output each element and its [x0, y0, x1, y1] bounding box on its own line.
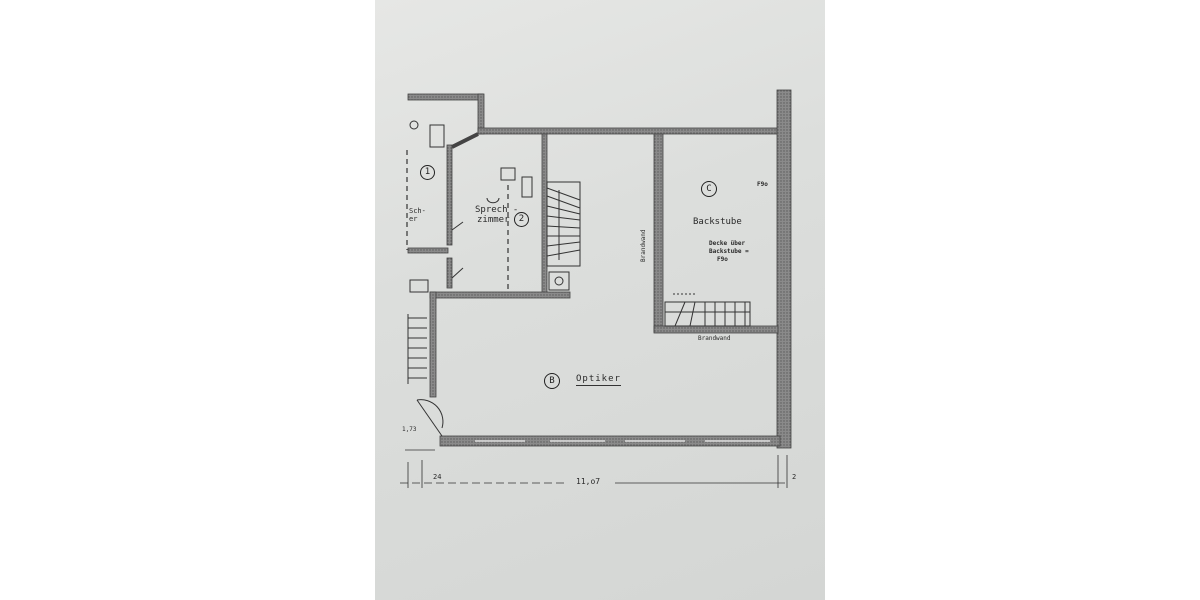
- fixtures: [409, 120, 533, 293]
- dimension-total: 11,o7: [576, 477, 601, 486]
- room-b-marker: B: [544, 373, 560, 389]
- room-c-corner-note: F9o: [757, 181, 768, 188]
- dimension-line: [400, 449, 788, 488]
- room-2-label-line1: Sprech -: [475, 205, 519, 215]
- room-c-label: Backstube: [693, 217, 742, 227]
- fire-wall-horizontal-label: Brandwand: [698, 335, 731, 342]
- room-c-note-line1: Decke über: [709, 240, 746, 247]
- room-c-marker: C: [701, 181, 717, 197]
- walls: [407, 89, 792, 449]
- stair-level: 1,73: [402, 426, 417, 433]
- room-c-note-line2: Backstube =: [709, 248, 749, 255]
- staircase-middle: [546, 181, 581, 291]
- room-c-note-line3: F9o: [717, 256, 728, 263]
- room-2-label-line2: zimmer: [477, 215, 510, 225]
- room-1-side-text: Sch- er: [409, 207, 426, 223]
- fire-wall-vertical-label: Brandwand: [640, 229, 647, 262]
- room-b-label: Optiker: [576, 374, 621, 386]
- floor-plan-drawing: [400, 89, 792, 488]
- staircase-backstube: [664, 293, 751, 327]
- room-1-marker: 1: [420, 165, 435, 180]
- dimension-right: 2: [792, 473, 797, 481]
- room-2-marker: 2: [514, 212, 529, 227]
- dimension-left: 24: [433, 473, 442, 481]
- staircase-left: [407, 314, 444, 437]
